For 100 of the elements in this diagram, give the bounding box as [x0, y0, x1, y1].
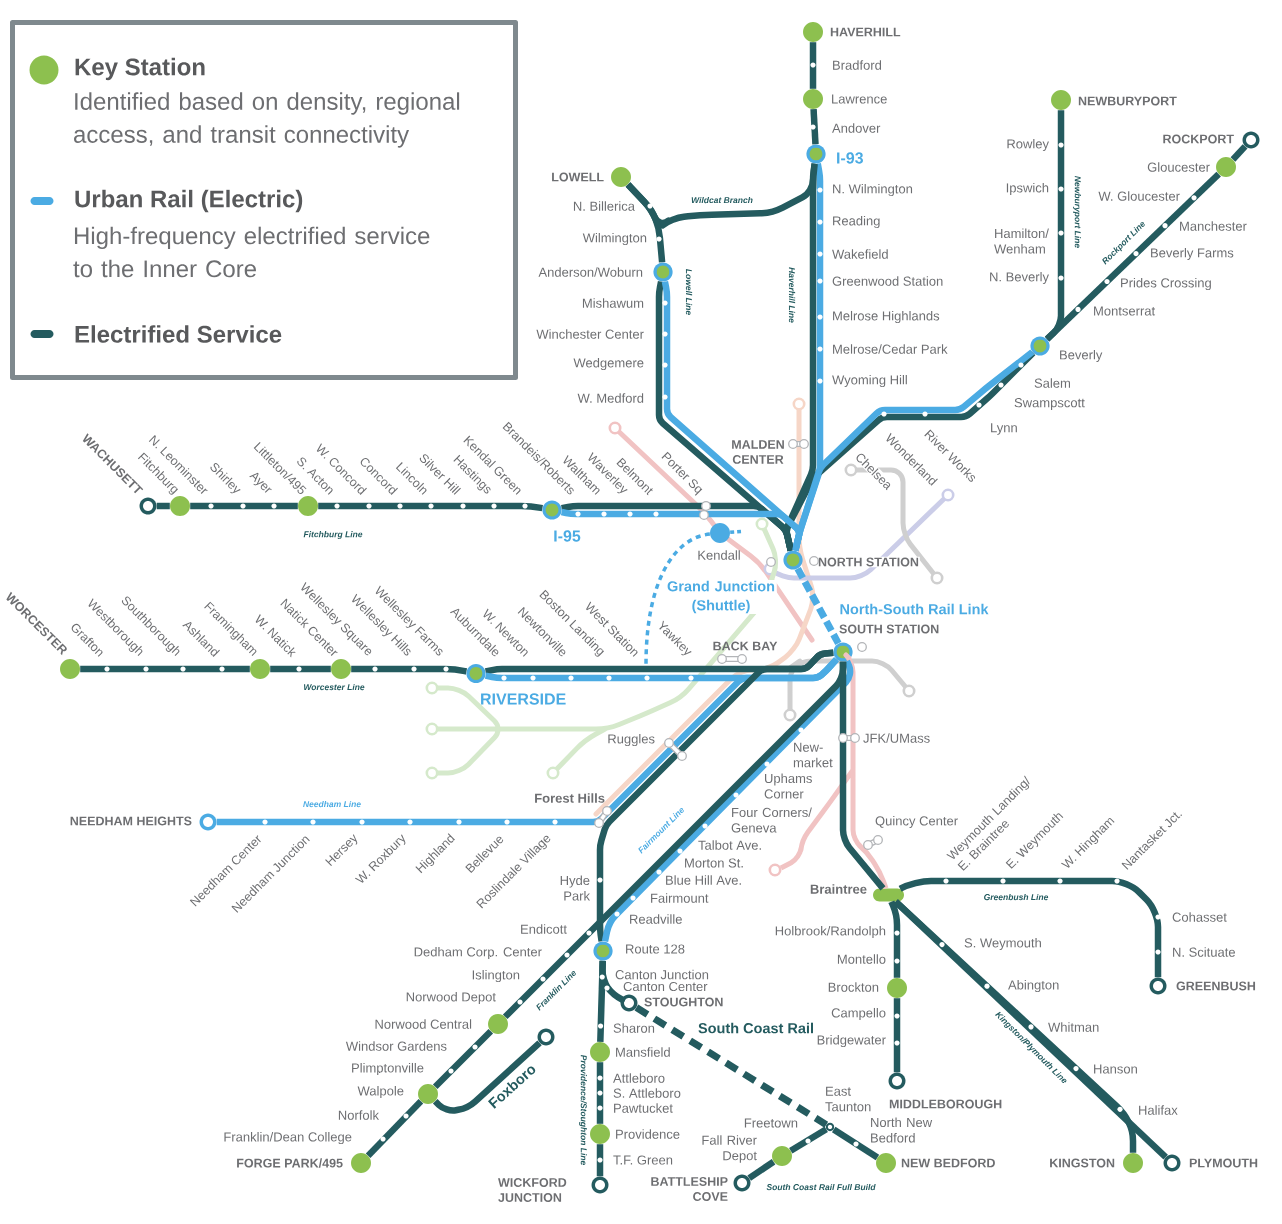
station-name: Route 128	[626, 944, 685, 954]
station-name: Hanson	[1094, 1064, 1137, 1074]
station-name: Canton Junction	[615, 969, 709, 980]
station-name: HAVERHILL	[830, 27, 901, 37]
station-name: Blue Hill Ave.	[666, 875, 741, 885]
rail-line	[634, 1004, 829, 1128]
station-name: JFK/UMass	[863, 733, 930, 743]
station-name: BATTLESHIP COVE	[651, 1177, 728, 1201]
station-name: W. Medford	[577, 393, 644, 403]
key-station-marker	[806, 144, 826, 164]
station-name: Gloucester	[1147, 162, 1210, 172]
station-name: Beverly	[1060, 349, 1103, 363]
key-station-marker	[873, 888, 904, 902]
station-name: Greenwood Station	[832, 276, 943, 286]
station-name: S. Weymouth	[964, 937, 1041, 951]
station-name: Montello	[837, 954, 886, 964]
station-name: Readville	[630, 914, 682, 924]
line-label: Newburyport Line	[1072, 175, 1082, 249]
station-name: Fairmount	[651, 893, 709, 903]
station-name: Bradford	[833, 60, 882, 70]
key-station-marker	[331, 659, 351, 679]
station-name: NEEDHAM HEIGHTS	[70, 816, 192, 826]
station-name: Freetown	[744, 1118, 798, 1128]
terminus-marker	[1149, 977, 1167, 995]
rail-line	[432, 1028, 494, 1090]
station-name: Salem	[1034, 378, 1070, 388]
terminus-marker	[733, 1174, 751, 1192]
station-name: Campello	[831, 1007, 886, 1021]
station-name: Islington	[472, 969, 520, 983]
station-name: Mishawum	[582, 298, 644, 308]
key-station-marker	[876, 1153, 896, 1173]
station-name: Ipswich	[1006, 182, 1049, 196]
station-name: Cohasset	[1172, 912, 1227, 922]
station-name: KINGSTON	[1050, 1158, 1115, 1168]
terminus-marker	[139, 497, 157, 515]
station-name: MIDDLEBOROUGH	[889, 1099, 1002, 1109]
station-name: RIVERSIDE	[481, 693, 566, 705]
terminus-marker	[591, 1176, 609, 1194]
station-name: Melrose Highlands	[833, 310, 940, 324]
legend-description: High-frequency electrified service to the Inner Core	[73, 226, 430, 278]
station-name: Walpole	[357, 1085, 404, 1099]
station-name: Norwood Depot	[406, 991, 496, 1005]
station-name: Brockton	[828, 982, 879, 992]
station-name: Talbot Ave.	[698, 840, 761, 850]
station-name: LOWELL	[552, 172, 604, 182]
line-label: Needham Line	[302, 800, 362, 808]
line-label: Providence/Stoughton Line	[578, 1053, 588, 1167]
station-name: FORGE PARK/495	[237, 1158, 343, 1168]
station-name: Swampscott	[1014, 398, 1085, 410]
rail-line	[560, 508, 803, 552]
station-marker	[825, 1122, 835, 1132]
station-name: Endicott	[521, 924, 567, 934]
key-station-marker	[803, 22, 823, 42]
key-station-marker	[803, 89, 823, 109]
station-name: North New Bedford	[871, 1117, 933, 1143]
station-name: Sharon	[613, 1023, 655, 1033]
station-name: NEW BEDFORD	[901, 1158, 995, 1168]
station-name: Windsor Gardens	[345, 1041, 447, 1051]
station-name: MALDEN CENTER	[732, 440, 784, 464]
station-name: Prides Crossing	[1121, 277, 1211, 291]
station-name: Winchester Center	[536, 329, 644, 339]
line-label: Wildcat Branch	[690, 196, 754, 204]
station-name: Andover	[832, 123, 881, 133]
station-name: Wyoming Hill	[832, 374, 907, 388]
key-station-marker	[611, 167, 631, 187]
station-name: Pawtucket	[614, 1103, 673, 1113]
line-label: South Coast Rail Full Build	[765, 1183, 877, 1191]
subway-line	[778, 652, 889, 891]
legend-label: Key Station	[75, 57, 205, 81]
key-station-marker	[783, 550, 803, 570]
key-station-marker	[542, 500, 562, 520]
terminus-marker	[1163, 1154, 1181, 1172]
key-station-marker	[60, 659, 80, 679]
rail-line	[730, 529, 742, 534]
key-station-marker	[1030, 336, 1050, 356]
rail-line	[839, 661, 886, 891]
station-name: I-95	[554, 530, 581, 542]
station-name: Manchester	[1180, 221, 1247, 231]
terminus-marker	[1242, 131, 1260, 149]
key-station-marker	[250, 659, 270, 679]
station-name: Holbrook/Randolph	[775, 925, 886, 939]
station-name: T.F. Green	[613, 1155, 673, 1165]
station-name: Beverly Farms	[1151, 247, 1234, 261]
station-name: Melrose/Cedar Park	[833, 344, 948, 354]
key-station-marker	[772, 1146, 792, 1166]
key-station-marker	[488, 1014, 508, 1034]
key-station-marker	[593, 941, 613, 961]
terminus-marker	[888, 1072, 906, 1090]
station-name: Braintree	[810, 884, 867, 894]
rail-line	[644, 532, 711, 665]
station-name: WICKFORD JUNCTION	[498, 1178, 567, 1202]
station-name: Franklin/Dean College	[224, 1131, 352, 1145]
terminus-marker	[199, 813, 217, 831]
station-marker	[710, 523, 730, 543]
key-station-marker	[833, 642, 853, 662]
station-name: Dedham Corp. Center	[414, 946, 542, 960]
rail-line	[789, 1126, 828, 1154]
station-name: Forest Hills	[535, 793, 605, 803]
line-label: Fitchburg Line	[302, 530, 364, 540]
station-name: Ruggles	[608, 733, 655, 747]
